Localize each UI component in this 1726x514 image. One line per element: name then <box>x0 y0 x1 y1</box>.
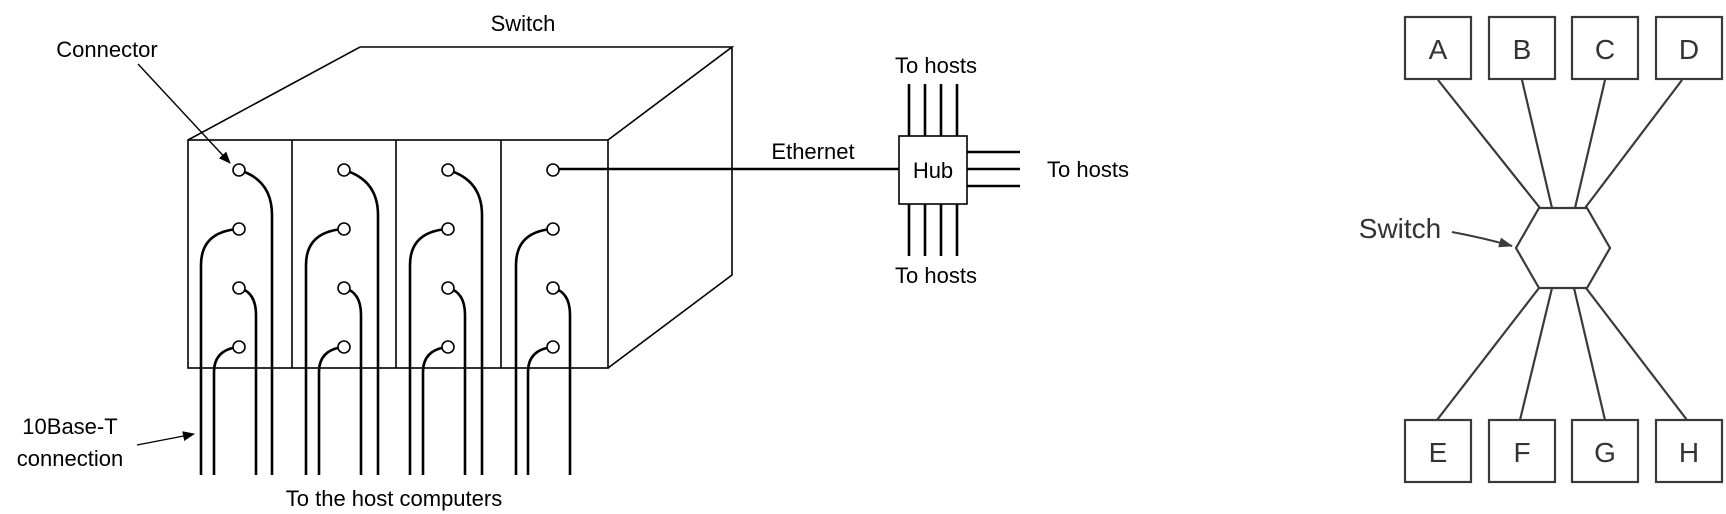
tenbase-label-line2: connection <box>17 446 123 471</box>
link-d <box>1584 79 1683 209</box>
switch-front-face <box>187 139 609 369</box>
port-connector <box>546 340 560 354</box>
cable <box>317 345 344 475</box>
ethernet-label: Ethernet <box>771 139 854 164</box>
port-connector <box>441 340 455 354</box>
switch-label: Switch <box>1359 213 1441 244</box>
node-label: F <box>1513 437 1530 468</box>
node-label: E <box>1429 437 1448 468</box>
node-box <box>1403 15 1473 81</box>
tenbase-arrow <box>136 431 195 446</box>
switch-label-arrow <box>1451 231 1513 248</box>
port-connector <box>441 281 455 295</box>
node-box <box>1570 418 1640 484</box>
cable <box>514 227 553 475</box>
node-box <box>1654 15 1724 81</box>
to-hosts-bottom-label: To hosts <box>895 263 977 288</box>
hub-box <box>898 135 968 205</box>
port-connector <box>546 163 560 177</box>
cable <box>552 286 572 475</box>
cable <box>238 286 258 475</box>
port-connector <box>337 340 351 354</box>
link-b <box>1520 79 1554 209</box>
node-b: B <box>1487 15 1557 81</box>
node-label: A <box>1429 34 1448 65</box>
link-g <box>1572 287 1607 421</box>
link-c <box>1573 79 1607 209</box>
cable <box>199 227 239 475</box>
node-label: C <box>1595 34 1615 65</box>
node-c: C <box>1570 15 1640 81</box>
switch-star-topology: Switch A B C D E F G <box>1359 15 1724 484</box>
port-connector <box>441 163 455 177</box>
port-connector <box>232 222 246 236</box>
cable <box>212 345 239 475</box>
port-connector <box>546 281 560 295</box>
port-connector <box>337 281 351 295</box>
link-h <box>1585 287 1688 421</box>
switch-ports <box>232 163 560 354</box>
hub: Hub <box>898 84 1020 256</box>
node-label: G <box>1594 437 1616 468</box>
node-box <box>1570 15 1640 81</box>
link-a <box>1437 79 1541 209</box>
cable <box>447 168 484 475</box>
host-computers-label: To the host computers <box>286 486 502 511</box>
cable <box>304 227 344 475</box>
cable <box>421 345 448 475</box>
port-connector <box>232 163 246 177</box>
host-cables <box>199 168 572 475</box>
port-connector <box>337 222 351 236</box>
node-box <box>1403 418 1473 484</box>
switch-hexagon <box>1514 206 1612 290</box>
to-hosts-right-label: To hosts <box>1047 157 1129 182</box>
switch-top-face <box>187 46 735 141</box>
node-d: D <box>1654 15 1724 81</box>
node-label: B <box>1513 34 1532 65</box>
node-g: G <box>1570 418 1640 484</box>
port-connector <box>232 281 246 295</box>
cable <box>447 286 467 475</box>
cable <box>343 168 380 475</box>
connector-arrow <box>137 63 231 164</box>
node-label: D <box>1679 34 1699 65</box>
node-box <box>1487 418 1557 484</box>
node-e: E <box>1403 418 1473 484</box>
node-h: H <box>1654 418 1724 484</box>
link-e <box>1436 287 1540 421</box>
port-connector <box>441 222 455 236</box>
switch-box <box>187 46 735 369</box>
to-hosts-top-label: To hosts <box>895 53 977 78</box>
switch-right-face <box>607 47 733 369</box>
cable <box>343 286 363 475</box>
link-f <box>1518 287 1554 421</box>
node-box <box>1654 418 1724 484</box>
port-connector <box>546 222 560 236</box>
connector-label: Connector <box>56 37 158 62</box>
switch-title: Switch <box>491 11 556 36</box>
node-box <box>1487 15 1557 81</box>
node-f: F <box>1487 418 1557 484</box>
hub-label: Hub <box>913 158 953 183</box>
port-connector <box>232 340 246 354</box>
tenbase-label-line1: 10Base-T <box>22 414 117 439</box>
cable <box>526 345 553 475</box>
node-label: H <box>1679 437 1699 468</box>
port-connector <box>337 163 351 177</box>
node-a: A <box>1403 15 1473 81</box>
cable <box>408 227 448 475</box>
cable <box>238 168 274 475</box>
